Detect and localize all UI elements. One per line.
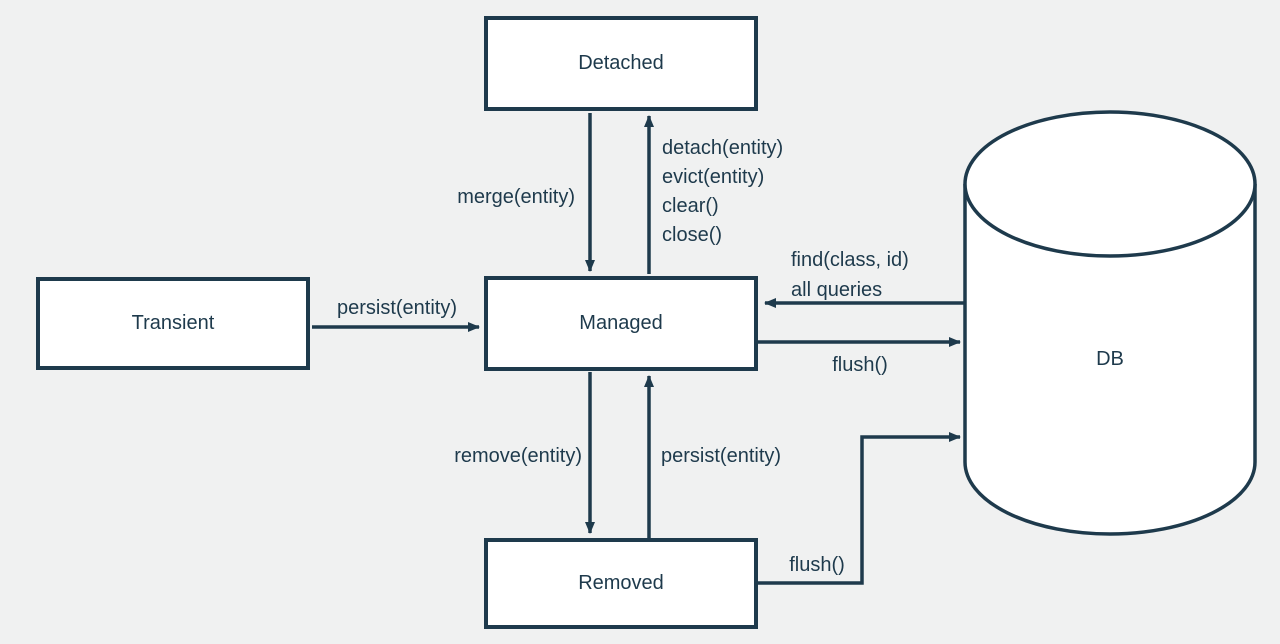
label-close: close() bbox=[662, 224, 723, 246]
state-label-detached: Detached bbox=[578, 52, 664, 74]
state-label-managed: Managed bbox=[579, 312, 663, 334]
label-find-db-managed: find(class, id) bbox=[791, 249, 909, 271]
state-box-detached: Detached bbox=[484, 16, 758, 111]
state-label-transient: Transient bbox=[131, 312, 215, 334]
label-detach-operations: detach(entity) evict(entity) clear() clo… bbox=[662, 134, 783, 250]
label-merge-detached-managed: merge(entity) bbox=[457, 186, 575, 208]
label-clear: clear() bbox=[662, 195, 719, 217]
label-flush-removed-db: flush() bbox=[789, 554, 845, 576]
arrow-flush-removed-db bbox=[758, 432, 961, 585]
label-persist-transient-managed: persist(entity) bbox=[336, 297, 458, 319]
label-persist-removed-managed: persist(entity) bbox=[661, 445, 782, 467]
label-flush-managed-db: flush() bbox=[832, 354, 888, 376]
db-cylinder-top bbox=[963, 110, 1257, 258]
db-cylinder-body bbox=[963, 184, 1257, 536]
state-box-removed: Removed bbox=[484, 538, 758, 629]
state-box-managed: Managed bbox=[484, 276, 758, 371]
state-box-transient: Transient bbox=[36, 277, 310, 370]
db-cylinder bbox=[963, 110, 1257, 536]
db-label: DB bbox=[1096, 348, 1124, 370]
label-all-queries: all queries bbox=[791, 279, 883, 301]
label-evict: evict(entity) bbox=[662, 166, 765, 188]
state-label-removed: Removed bbox=[578, 572, 664, 594]
label-remove-managed-removed: remove(entity) bbox=[454, 445, 582, 467]
label-detach: detach(entity) bbox=[662, 137, 784, 159]
